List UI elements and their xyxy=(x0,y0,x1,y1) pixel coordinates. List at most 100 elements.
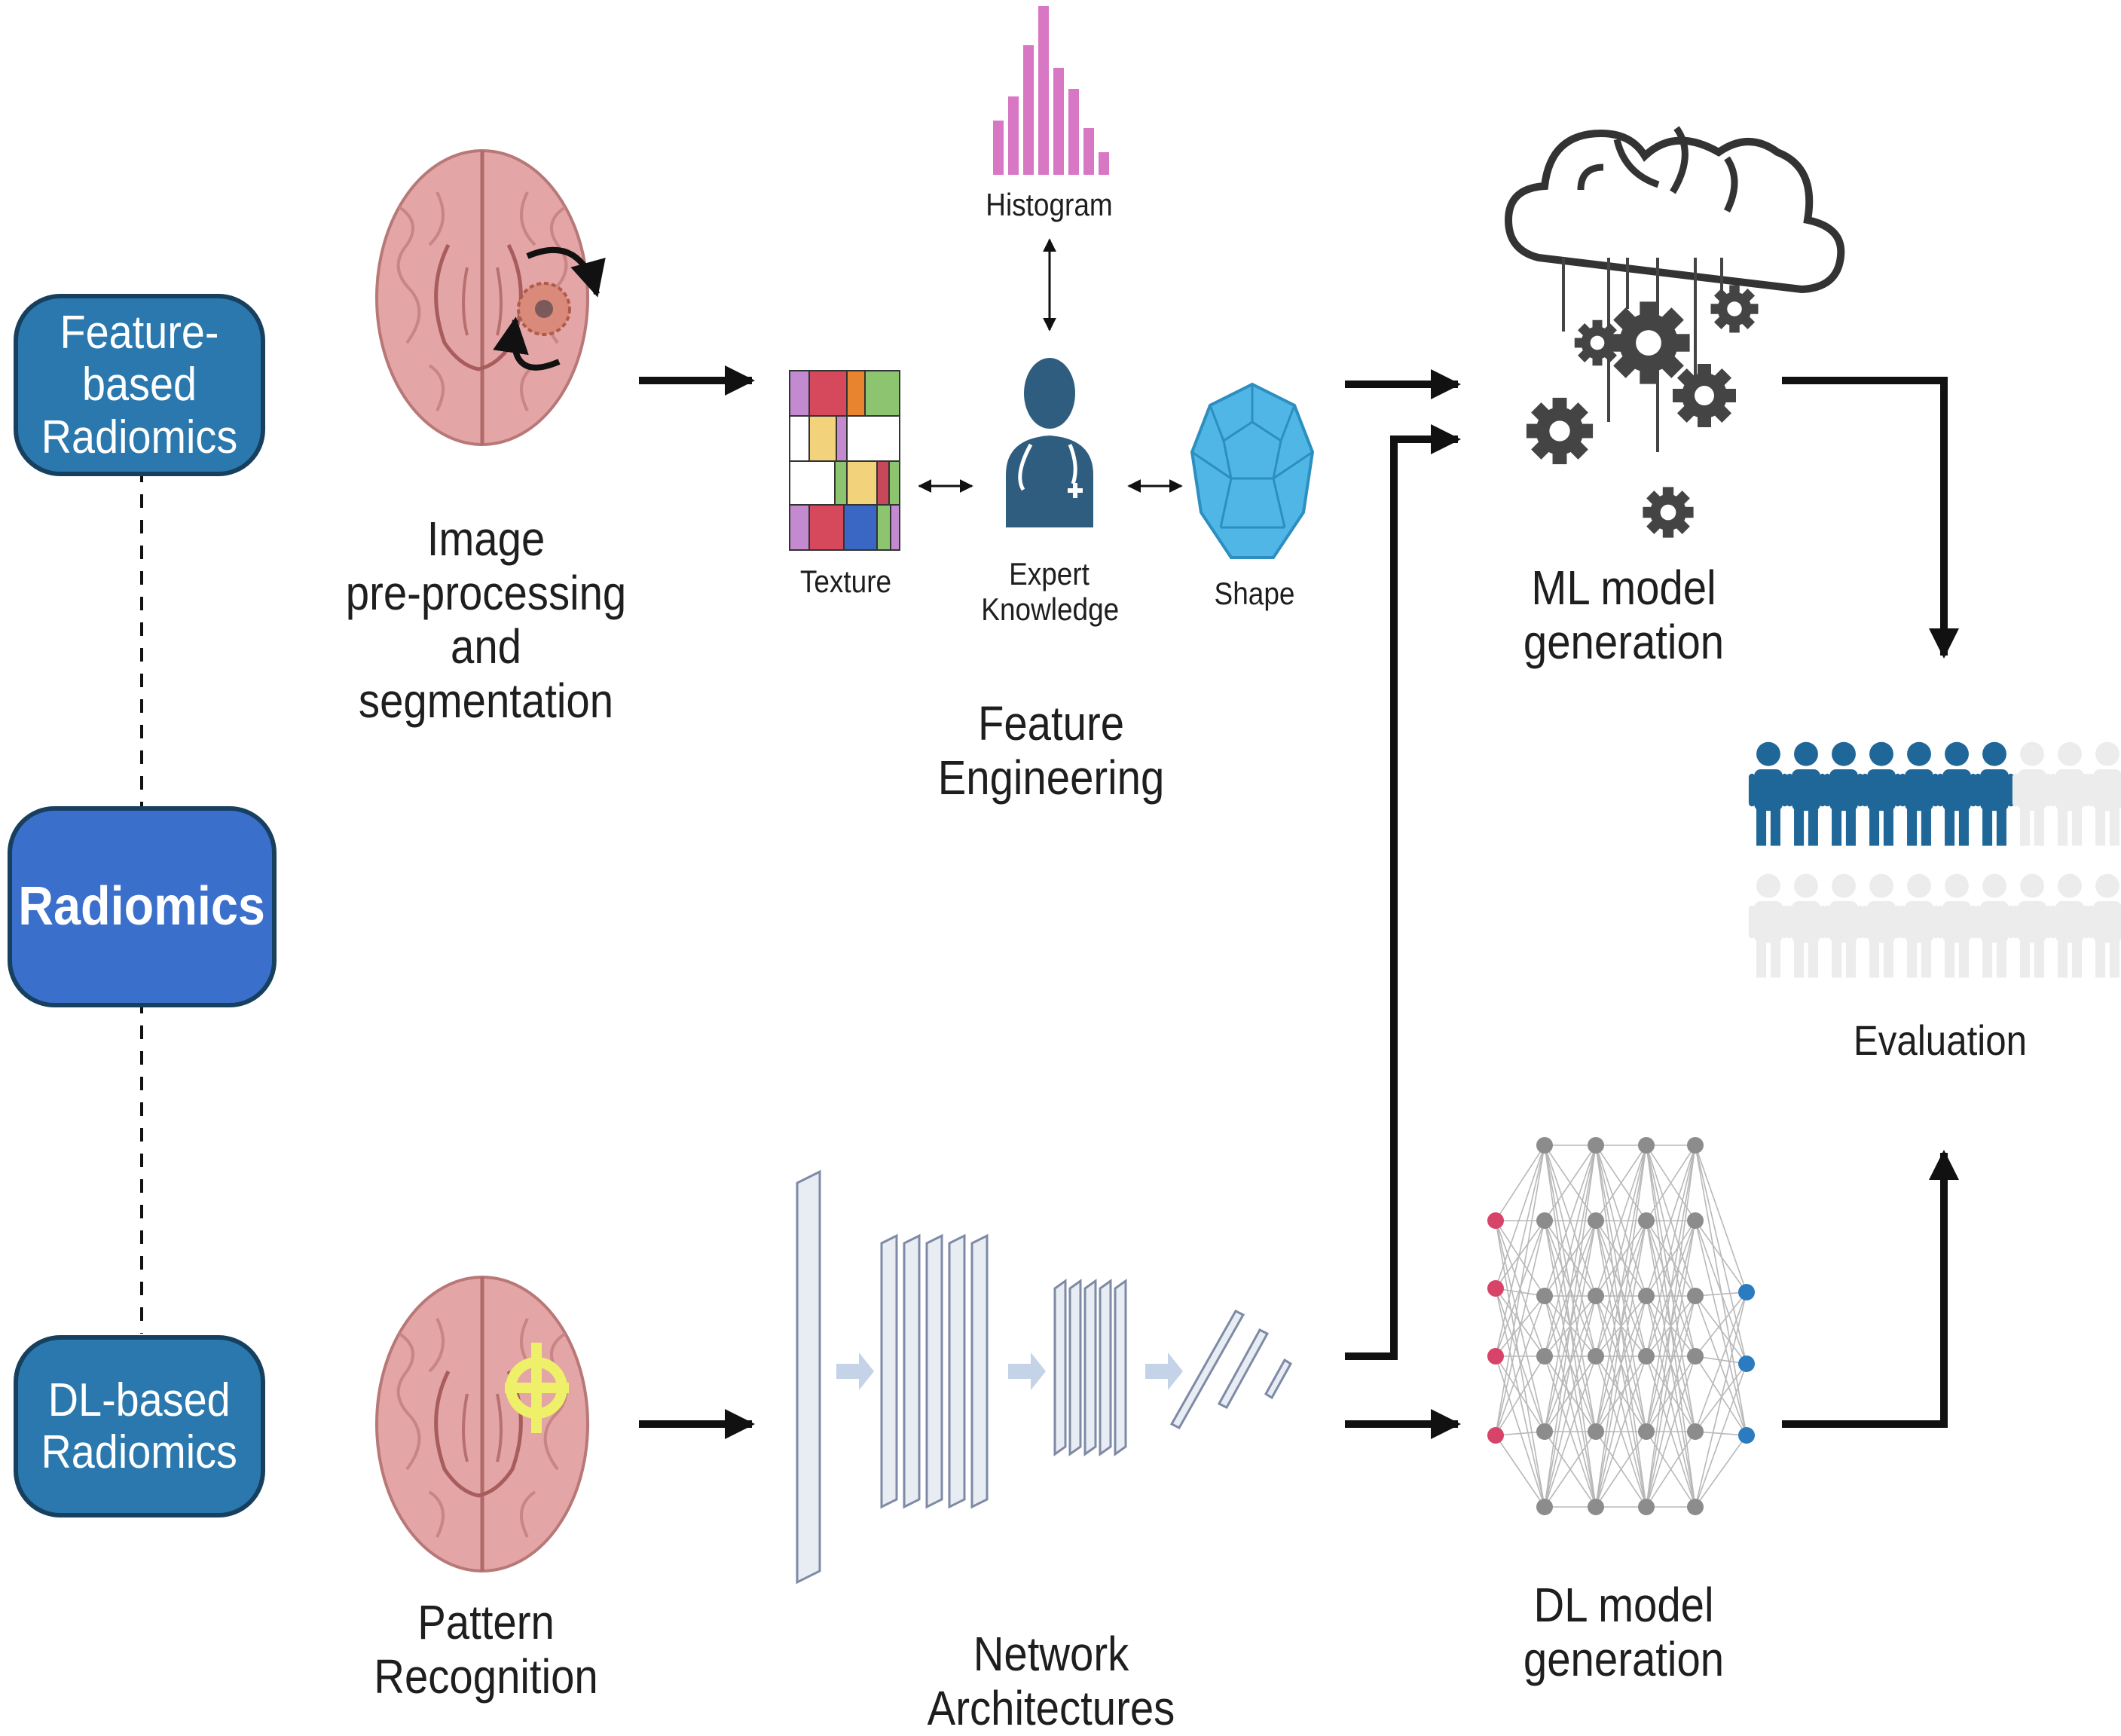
nn-input-node xyxy=(1487,1427,1504,1444)
cnn-feature-map xyxy=(1114,1279,1127,1456)
nn-hidden-node xyxy=(1638,1499,1655,1515)
nn-input-node xyxy=(1487,1348,1504,1365)
person-empty xyxy=(1748,873,1789,978)
nn-edge xyxy=(1495,1288,1545,1357)
nn-output-node xyxy=(1738,1355,1755,1372)
nn-hidden-node xyxy=(1588,1288,1604,1304)
nn-edge xyxy=(1495,1355,1545,1508)
nn-edge xyxy=(1695,1220,1747,1293)
cnn-feature-map xyxy=(925,1233,943,1509)
nn-edge xyxy=(1595,1220,1647,1508)
network-architectures-label: Network Architectures xyxy=(927,1627,1175,1735)
person-filled xyxy=(1974,741,2015,846)
nn-edge xyxy=(1646,1145,1696,1432)
nn-edge xyxy=(1695,1431,1747,1436)
nn-edge xyxy=(1646,1431,1696,1508)
dl-based-radiomics-pill: DL-based Radiomics xyxy=(14,1335,265,1517)
nn-hidden-node xyxy=(1687,1348,1704,1365)
cnn-feature-map xyxy=(880,1233,898,1509)
neural-network-icon xyxy=(1487,1137,1755,1515)
nn-edge xyxy=(1595,1431,1647,1508)
nn-hidden-node xyxy=(1588,1348,1604,1365)
nn-edge xyxy=(1495,1355,1545,1432)
nn-hidden-node xyxy=(1588,1212,1604,1229)
nn-edge xyxy=(1544,1355,1597,1432)
person-empty xyxy=(1786,873,1826,978)
nn-hidden-node xyxy=(1588,1499,1604,1515)
nn-edge xyxy=(1695,1355,1747,1436)
person-empty xyxy=(1936,873,1977,978)
nn-edge xyxy=(1595,1145,1647,1357)
nn-edge xyxy=(1495,1145,1545,1357)
nn-edge xyxy=(1495,1145,1545,1436)
nn-hidden-node xyxy=(1638,1137,1655,1154)
nn-edge xyxy=(1544,1145,1597,1297)
person-filled xyxy=(1823,741,1864,846)
person-empty xyxy=(1823,873,1864,978)
crosshair-icon xyxy=(505,1343,569,1433)
dl-model-generation-label: DL model generation xyxy=(1523,1578,1725,1686)
nn-hidden-node xyxy=(1687,1288,1704,1304)
nn-edge xyxy=(1695,1291,1747,1432)
nn-edge xyxy=(1595,1145,1647,1297)
person-empty xyxy=(2087,741,2121,846)
nn-hidden-node xyxy=(1638,1212,1655,1229)
people-icon xyxy=(1748,741,2121,978)
person-filled xyxy=(1748,741,1789,846)
nn-edge xyxy=(1695,1295,1747,1436)
nn-edge xyxy=(1495,1288,1545,1432)
cnn-feature-map xyxy=(903,1233,921,1509)
nn-edge xyxy=(1695,1220,1747,1365)
nn-edge xyxy=(1495,1145,1545,1289)
person-empty xyxy=(1974,873,2015,978)
cloud-gears-icon xyxy=(1504,126,1845,538)
nn-edge xyxy=(1695,1291,1747,1297)
nn-edge xyxy=(1695,1291,1747,1357)
person-empty xyxy=(2087,873,2121,978)
nn-input-node xyxy=(1487,1280,1504,1297)
cnn-feature-map xyxy=(1068,1279,1082,1456)
nn-edge xyxy=(1544,1145,1597,1508)
nn-edge xyxy=(1646,1220,1696,1297)
cnn-layers-icon xyxy=(796,1169,1293,1585)
nn-edge xyxy=(1495,1295,1545,1436)
nn-edge xyxy=(1495,1355,1545,1436)
nn-hidden-node xyxy=(1588,1423,1604,1440)
image-preprocessing-label: Image pre-processing and segmentation xyxy=(345,512,627,729)
feature-based-radiomics-pill: Feature-based Radiomics xyxy=(14,294,265,476)
polyhedron-icon xyxy=(1190,382,1315,559)
arrow-network-to-ml xyxy=(1345,424,1461,1360)
nn-edge xyxy=(1495,1220,1545,1297)
nn-edge xyxy=(1544,1355,1597,1508)
person-empty xyxy=(2049,873,2090,978)
person-filled xyxy=(1936,741,1977,846)
nn-edge xyxy=(1595,1145,1647,1221)
nn-hidden-node xyxy=(1536,1499,1553,1515)
nn-edge xyxy=(1595,1355,1647,1508)
nn-edge xyxy=(1646,1355,1696,1432)
radiomics-pill: Radiomics xyxy=(8,806,277,1007)
doctor-icon xyxy=(1006,358,1093,527)
nn-hidden-node xyxy=(1536,1423,1553,1440)
nn-hidden-node xyxy=(1536,1348,1553,1365)
nn-edge xyxy=(1544,1145,1597,1357)
arrow-dl-to-evaluation xyxy=(1782,1150,1959,1428)
nn-edge xyxy=(1695,1291,1747,1508)
nn-edge xyxy=(1495,1220,1545,1508)
nn-edge xyxy=(1646,1145,1696,1297)
pattern-recognition-label: Pattern Recognition xyxy=(374,1595,598,1704)
nn-edge xyxy=(1646,1355,1696,1508)
person-empty xyxy=(2012,873,2052,978)
nn-edge xyxy=(1695,1355,1747,1365)
person-filled xyxy=(1899,741,1939,846)
nn-edge xyxy=(1544,1220,1597,1508)
nn-edge xyxy=(1595,1295,1647,1508)
expert-knowledge-label: Expert Knowledge xyxy=(981,556,1120,628)
nn-edge xyxy=(1495,1435,1545,1508)
person-empty xyxy=(2049,741,2090,846)
nn-output-node xyxy=(1738,1427,1755,1444)
nn-hidden-node xyxy=(1638,1288,1655,1304)
nn-edge xyxy=(1595,1220,1647,1297)
nn-hidden-node xyxy=(1536,1137,1553,1154)
nn-edge xyxy=(1646,1145,1696,1357)
